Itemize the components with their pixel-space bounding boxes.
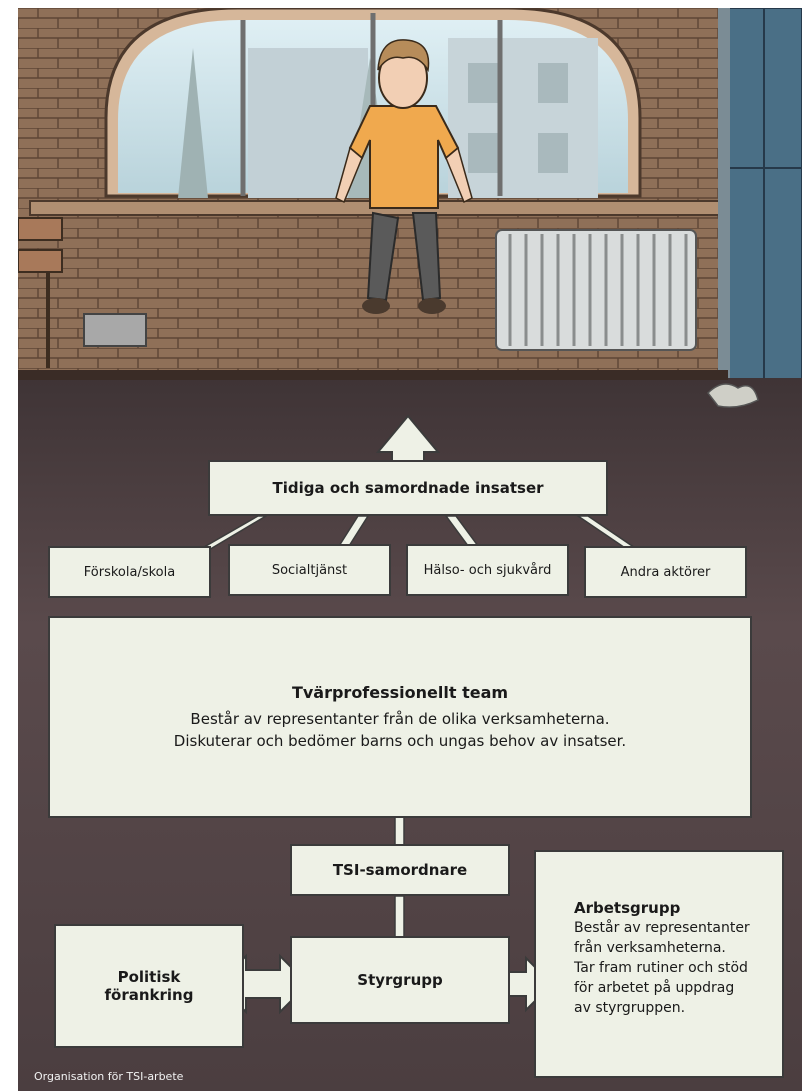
team-description-line-2: Diskuterar och bedömer barns och ungas b… [173,731,627,750]
workgroup-line-2: från verksamheterna. [574,940,726,956]
political-box: Politisk förankring [54,924,244,1048]
early-interventions-label: Tidiga och samordnade insatser [272,479,544,497]
early-interventions-box: Tidiga och samordnade insatser [208,460,608,516]
steering-group-box: Styrgrupp [290,936,510,1024]
branch-label-andra: Andra aktörer [620,564,711,580]
branch-box-halso: Hälso- och sjukvård [406,544,569,596]
workgroup-line-1: Består av representanter [574,920,750,936]
branch-box-forskola: Förskola/skola [48,546,211,598]
coordinator-label: TSI-samordnare [332,861,468,879]
workgroup-box: Arbetsgrupp Består av representanter frå… [534,850,784,1078]
branch-box-andra: Andra aktörer [584,546,747,598]
workgroup-title: Arbetsgrupp [574,899,681,917]
team-box: Tvärprofessionellt team Består av repres… [48,616,752,818]
figure-caption: Organisation för TSI-arbete [34,1070,184,1083]
tree [178,48,208,198]
steering-group-label: Styrgrupp [357,971,443,989]
illustration-scene: Tidiga och samordnade insatser Förskola/… [18,8,802,1091]
boy-figure [335,39,473,314]
paper-ball [707,383,759,408]
branch-box-social: Socialtjänst [228,544,391,596]
lockers [718,8,802,404]
workgroup-line-3: Tar fram rutiner och stöd [574,960,748,976]
political-label-line-1: Politisk [117,968,181,986]
team-description-line-1: Består av representanter från de olika v… [190,709,610,728]
branch-label-forskola: Förskola/skola [83,564,176,580]
radiator [495,229,697,351]
branch-label-halso: Hälso- och sjukvård [423,562,552,578]
baseboard [18,370,728,380]
workgroup-line-4: för arbetet på uppdrag [574,980,735,996]
political-label-line-2: förankring [104,986,194,1004]
wall-vent [83,313,147,347]
workgroup-line-5: av styrgruppen. [574,1000,686,1016]
branch-label-social: Socialtjänst [271,562,348,578]
team-title: Tvärprofessionellt team [291,682,509,702]
bench [18,217,63,368]
coordinator-box: TSI-samordnare [290,844,510,896]
